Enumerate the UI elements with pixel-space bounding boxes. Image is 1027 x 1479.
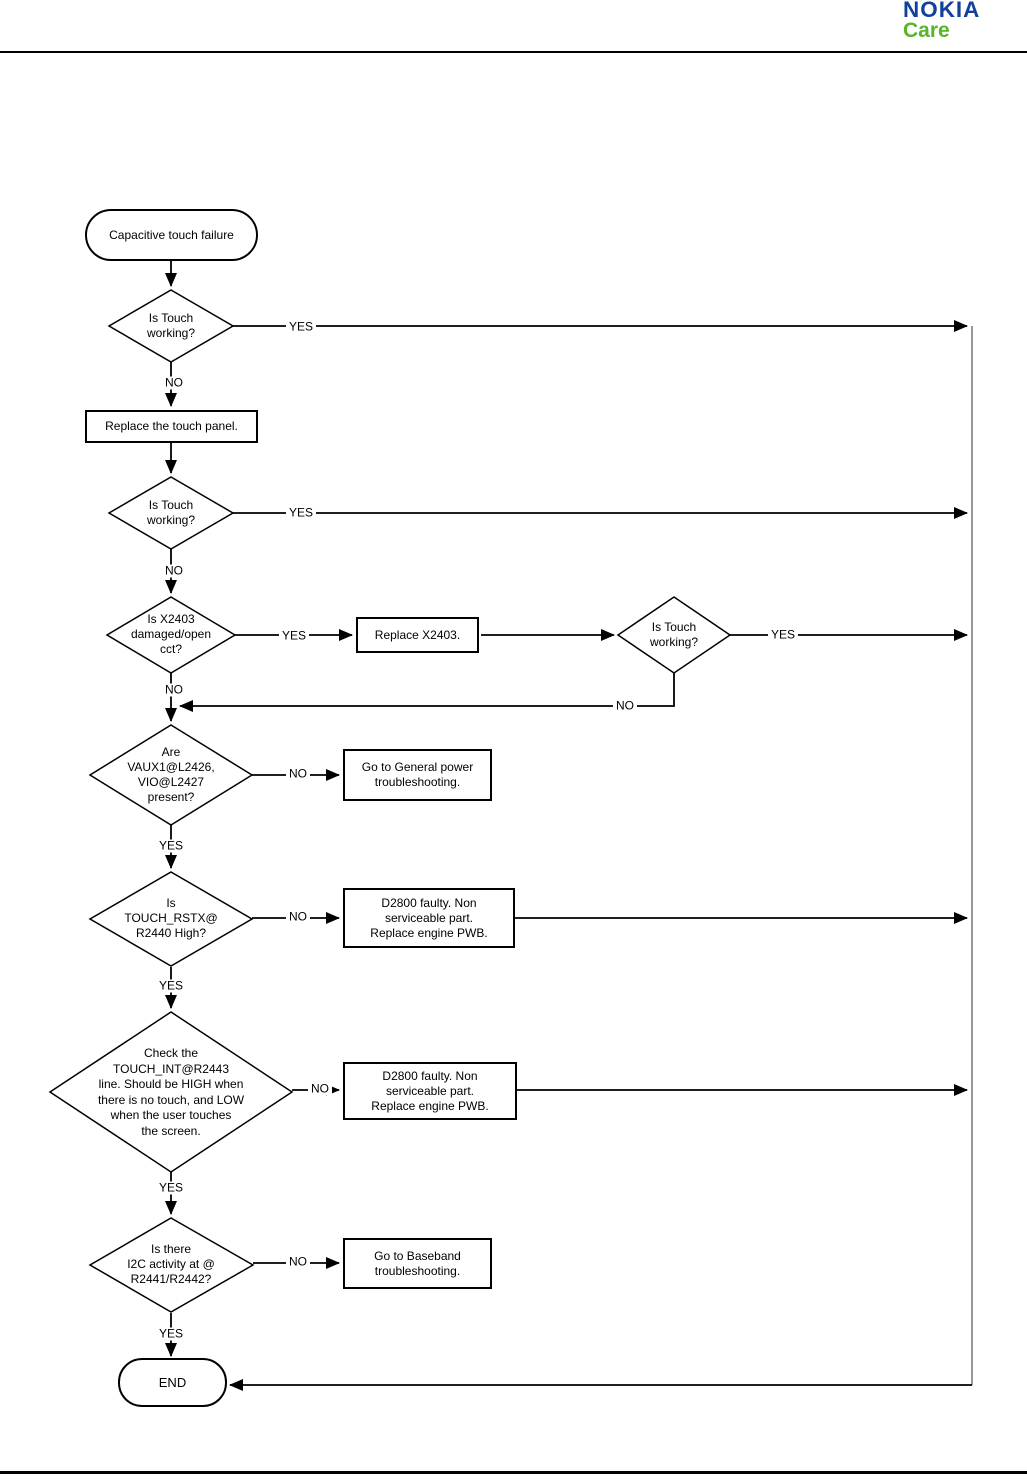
decision-diamond-q2 xyxy=(107,476,235,550)
nokia-care-logo: NOKIA Care xyxy=(903,0,1023,43)
decision-text-q2: Is Touch working? xyxy=(146,498,196,527)
decision-diamond-q7 xyxy=(48,1011,294,1173)
process-d2800-faulty-1: D2800 faulty. Non serviceable part. Repl… xyxy=(343,888,515,948)
decision-diamond-q5 xyxy=(88,724,254,826)
decision-text-q5: Are VAUX1@L2426, VIO@L2427 present? xyxy=(127,745,215,804)
branch-label-yes-q2: YES xyxy=(285,506,317,520)
branch-label-yes-q1: YES xyxy=(285,320,317,334)
decision-text-q6: Is TOUCH_RSTX@ R2440 High? xyxy=(124,896,218,940)
branch-label-no-q4: NO xyxy=(613,699,637,713)
decision-text-q1: Is Touch working? xyxy=(146,311,196,340)
process-replace-touch-panel: Replace the touch panel. xyxy=(85,410,258,443)
decision-text-q8: Is there I2C activity at @ R2441/R2442? xyxy=(127,1242,215,1286)
decision-text-q4: Is Touch working? xyxy=(649,620,699,649)
decision-text-q3: Is X2403 damaged/open cct? xyxy=(130,612,212,656)
process-replace-x2403: Replace X2403. xyxy=(356,617,479,653)
branch-label-no-q1: NO xyxy=(162,376,186,390)
decision-diamond-q6 xyxy=(88,871,254,967)
decision-diamond-q8 xyxy=(88,1217,255,1313)
branch-label-no-q3: NO xyxy=(162,683,186,697)
process-goto-general-power: Go to General power troubleshooting. xyxy=(343,749,492,801)
branch-label-yes-q8: YES xyxy=(155,1327,187,1341)
footer-divider xyxy=(0,1471,1027,1474)
process-goto-baseband: Go to Baseband troubleshooting. xyxy=(343,1238,492,1289)
start-node: Capacitive touch failure xyxy=(85,209,258,261)
header-divider xyxy=(0,51,1027,53)
care-logo-text: Care xyxy=(903,19,950,42)
branch-label-no-q7: NO xyxy=(308,1082,332,1096)
end-node: END xyxy=(118,1358,227,1407)
branch-label-yes-q7: YES xyxy=(155,1181,187,1195)
branch-label-yes-q5: YES xyxy=(155,839,187,853)
decision-text-q7: Check the TOUCH_INT@R2443 line. Should b… xyxy=(97,1046,245,1138)
process-d2800-faulty-2: D2800 faulty. Non serviceable part. Repl… xyxy=(343,1062,517,1120)
decision-diamond-q1 xyxy=(107,289,235,363)
nokia-logo-text: NOKIA xyxy=(903,0,981,22)
arrow-q4-no-return xyxy=(179,673,675,712)
decision-diamond-q4 xyxy=(616,596,732,674)
branch-label-no-q8: NO xyxy=(286,1255,310,1269)
branch-label-no-q2: NO xyxy=(162,564,186,578)
branch-label-yes-q3: YES xyxy=(278,629,310,643)
branch-label-no-q6: NO xyxy=(286,910,310,924)
decision-diamond-q3 xyxy=(105,596,237,674)
branch-label-no-q5: NO xyxy=(286,767,310,781)
branch-label-yes-q4: YES xyxy=(767,628,799,642)
branch-label-yes-q6: YES xyxy=(155,979,187,993)
